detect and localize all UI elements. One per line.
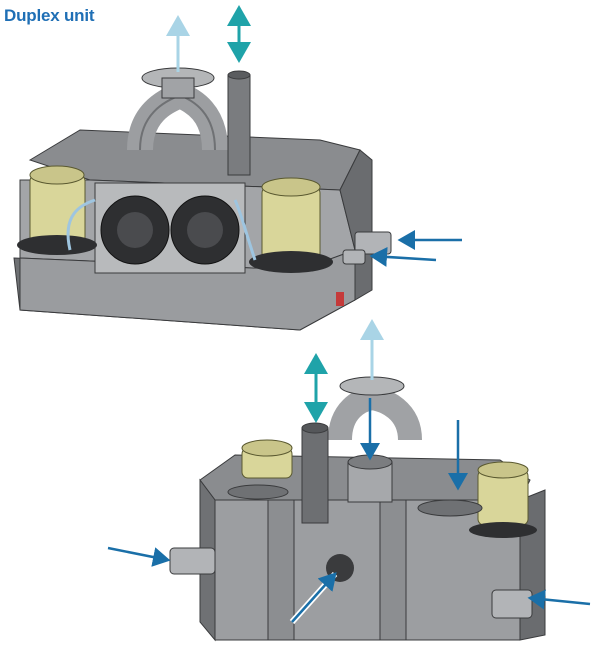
inlet-arrow-front <box>291 572 337 623</box>
top-unit <box>13 67 392 331</box>
bottom-unit <box>169 376 546 642</box>
inlet-arrow-left <box>107 546 171 567</box>
inlet-arrow-right <box>527 589 591 610</box>
diagram-title: Duplex unit <box>4 6 95 25</box>
inlet-arrow-top-2 <box>369 246 437 267</box>
